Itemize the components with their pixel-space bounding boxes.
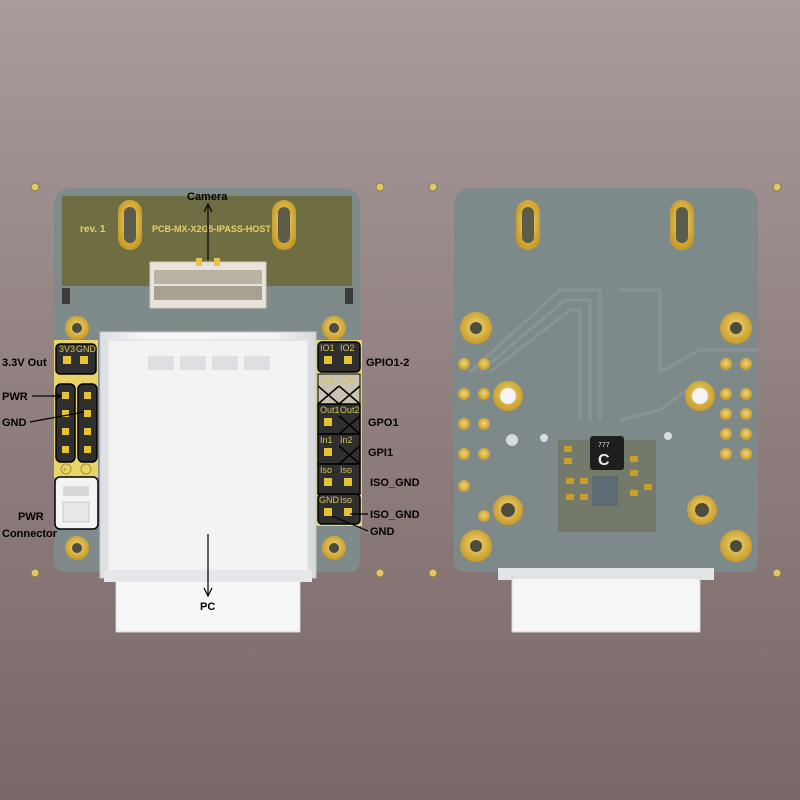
header-gnd-column bbox=[77, 383, 98, 463]
label-gnd-right: GND bbox=[370, 526, 395, 538]
label-3v3-out: 3.3V Out bbox=[2, 357, 47, 369]
silk-3v3: 3V3 bbox=[59, 344, 75, 354]
label-pwr: PWR bbox=[2, 391, 28, 403]
label-gpi1: GPI1 bbox=[368, 447, 393, 459]
ic-marking: C bbox=[598, 452, 610, 469]
revision-label: rev. 1 bbox=[80, 224, 106, 235]
label-iso-gnd-1: ISO_GND bbox=[370, 477, 420, 489]
pc-plug-back bbox=[511, 577, 701, 633]
silk-in1: In1 bbox=[320, 435, 333, 445]
label-pwr-connector-1: PWR bbox=[18, 511, 44, 523]
label-gnd-left: GND bbox=[2, 417, 27, 429]
label-gpo1: GPO1 bbox=[368, 417, 399, 429]
silk-gnd: GND bbox=[76, 344, 97, 354]
silk-io1: IO1 bbox=[320, 343, 335, 353]
inductor-ic bbox=[590, 436, 624, 470]
silk-out1: Out1 bbox=[320, 405, 340, 415]
silk-io2: IO2 bbox=[340, 343, 355, 353]
header-pwr-column bbox=[55, 383, 76, 463]
header-io34 bbox=[317, 373, 361, 405]
back-board: 777 C bbox=[454, 188, 758, 633]
silk-io3: IO3 bbox=[320, 375, 335, 385]
back-pcb-outline bbox=[454, 188, 758, 572]
header-gnd-iso bbox=[317, 493, 361, 525]
label-pwr-connector-2: Connector bbox=[2, 528, 58, 540]
part-number-label: PCB-MX-X2G5-IPASS-HOST bbox=[152, 224, 271, 234]
silk-iso-b: Iso bbox=[340, 465, 352, 475]
silk-out2: Out2 bbox=[340, 405, 360, 415]
label-pc: PC bbox=[200, 601, 215, 613]
svg-text:+: + bbox=[63, 465, 68, 474]
silk-in2: In2 bbox=[340, 435, 353, 445]
label-camera: Camera bbox=[187, 191, 228, 203]
annotations: Camera PC 3.3V Out PWR GND PWR Connector… bbox=[2, 191, 420, 613]
silk-iso-c: Iso bbox=[340, 495, 352, 505]
header-3v3-gnd bbox=[55, 343, 97, 375]
silk-io4: IO4 bbox=[340, 375, 355, 385]
silk-gnd-r: GND bbox=[319, 495, 340, 505]
silk-iso-a: Iso bbox=[320, 465, 332, 475]
header-gpio12 bbox=[317, 341, 361, 373]
label-gpio12: GPIO1-2 bbox=[366, 357, 409, 369]
label-iso-gnd-2: ISO_GND bbox=[370, 509, 420, 521]
camera-connector bbox=[149, 261, 267, 309]
ic-code: 777 bbox=[598, 442, 610, 449]
